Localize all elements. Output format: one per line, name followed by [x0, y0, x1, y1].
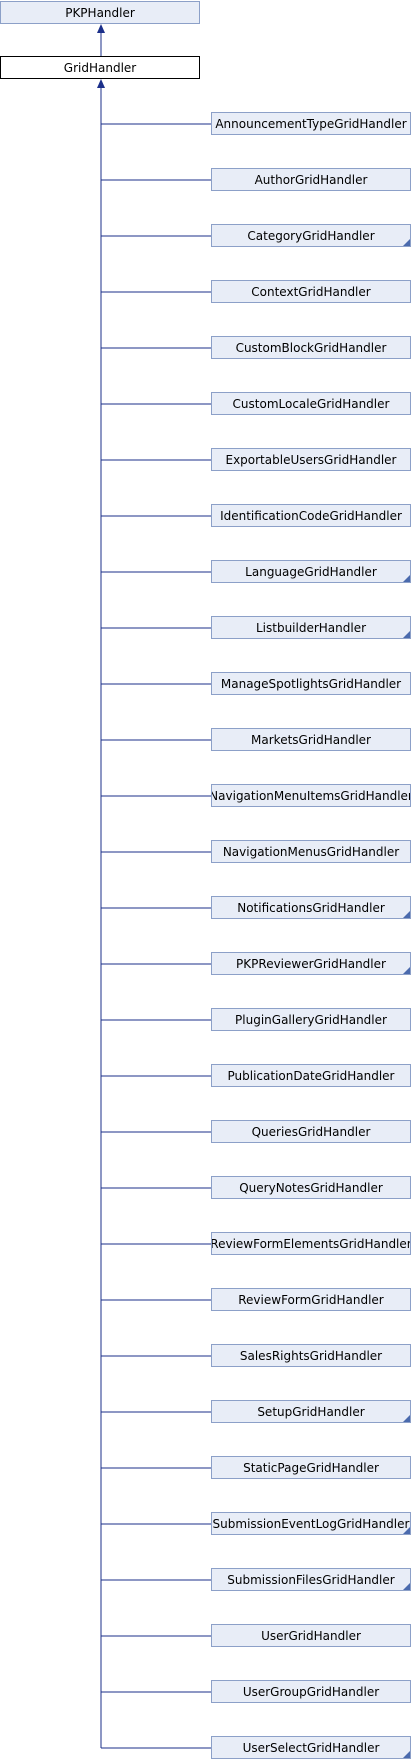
child-class-label: CustomBlockGridHandler: [235, 340, 387, 355]
child-class-node[interactable]: CategoryGridHandler: [211, 224, 411, 247]
child-class-label: SetupGridHandler: [257, 1404, 365, 1419]
child-class-label: ContextGridHandler: [251, 284, 371, 299]
child-class-node[interactable]: QueriesGridHandler: [211, 1120, 411, 1143]
child-class-node[interactable]: SubmissionEventLogGridHandler: [211, 1512, 411, 1535]
child-class-label: StaticPageGridHandler: [243, 1460, 379, 1475]
child-class-node[interactable]: SalesRightsGridHandler: [211, 1344, 411, 1367]
child-class-node[interactable]: NotificationsGridHandler: [211, 896, 411, 919]
child-class-label: ReviewFormElementsGridHandler: [211, 1236, 411, 1251]
collapsed-subclasses-icon: [403, 631, 410, 638]
base-class-node[interactable]: PKPHandler: [0, 1, 200, 24]
child-class-node[interactable]: CustomLocaleGridHandler: [211, 392, 411, 415]
child-class-node[interactable]: ReviewFormElementsGridHandler: [211, 1232, 411, 1255]
child-class-node[interactable]: PluginGalleryGridHandler: [211, 1008, 411, 1031]
child-class-label: PublicationDateGridHandler: [227, 1068, 395, 1083]
child-class-node[interactable]: ListbuilderHandler: [211, 616, 411, 639]
child-class-node[interactable]: LanguageGridHandler: [211, 560, 411, 583]
child-class-node[interactable]: SubmissionFilesGridHandler: [211, 1568, 411, 1591]
child-class-node[interactable]: IdentificationCodeGridHandler: [211, 504, 411, 527]
child-class-label: AuthorGridHandler: [254, 172, 368, 187]
arrowhead-to-grid-handler: [97, 79, 105, 88]
arrowhead-to-pkp-handler: [97, 24, 105, 33]
child-class-node[interactable]: AuthorGridHandler: [211, 168, 411, 191]
child-class-label: ManageSpotlightsGridHandler: [220, 676, 402, 691]
child-class-node[interactable]: ReviewFormGridHandler: [211, 1288, 411, 1311]
child-class-node[interactable]: SetupGridHandler: [211, 1400, 411, 1423]
child-class-node[interactable]: StaticPageGridHandler: [211, 1456, 411, 1479]
child-class-label: CustomLocaleGridHandler: [232, 396, 390, 411]
child-class-node[interactable]: UserGroupGridHandler: [211, 1680, 411, 1703]
child-class-label: AnnouncementTypeGridHandler: [215, 116, 407, 131]
collapsed-subclasses-icon: [403, 911, 410, 918]
child-class-node[interactable]: UserSelectGridHandler: [211, 1736, 411, 1759]
child-class-node[interactable]: PKPReviewerGridHandler: [211, 952, 411, 975]
child-class-node[interactable]: ExportableUsersGridHandler: [211, 448, 411, 471]
child-class-node[interactable]: ManageSpotlightsGridHandler: [211, 672, 411, 695]
child-class-label: IdentificationCodeGridHandler: [220, 508, 402, 523]
child-class-label: SubmissionEventLogGridHandler: [212, 1516, 410, 1531]
collapsed-subclasses-icon: [403, 1527, 410, 1534]
child-class-node[interactable]: PublicationDateGridHandler: [211, 1064, 411, 1087]
current-class-node: GridHandler: [0, 56, 200, 79]
child-class-label: ExportableUsersGridHandler: [225, 452, 397, 467]
child-class-label: SubmissionFilesGridHandler: [227, 1572, 395, 1587]
child-class-label: UserGroupGridHandler: [242, 1684, 380, 1699]
child-class-label: LanguageGridHandler: [245, 564, 377, 579]
child-class-node[interactable]: NavigationMenuItemsGridHandler: [211, 784, 411, 807]
collapsed-subclasses-icon: [403, 1583, 410, 1590]
child-class-label: NavigationMenuItemsGridHandler: [211, 788, 411, 803]
child-class-label: UserGridHandler: [261, 1628, 361, 1643]
child-class-label: QueryNotesGridHandler: [239, 1180, 383, 1195]
child-class-label: QueriesGridHandler: [251, 1124, 371, 1139]
child-class-node[interactable]: CustomBlockGridHandler: [211, 336, 411, 359]
child-class-label: PKPReviewerGridHandler: [236, 956, 386, 971]
child-class-label: NavigationMenusGridHandler: [222, 844, 400, 859]
current-class-label: GridHandler: [63, 60, 137, 75]
child-class-node[interactable]: AnnouncementTypeGridHandler: [211, 112, 411, 135]
child-class-node[interactable]: NavigationMenusGridHandler: [211, 840, 411, 863]
child-class-label: CategoryGridHandler: [247, 228, 375, 243]
child-class-node[interactable]: UserGridHandler: [211, 1624, 411, 1647]
child-class-label: NotificationsGridHandler: [237, 900, 385, 915]
child-class-node[interactable]: QueryNotesGridHandler: [211, 1176, 411, 1199]
child-class-node[interactable]: ContextGridHandler: [211, 280, 411, 303]
base-class-label: PKPHandler: [65, 5, 135, 20]
collapsed-subclasses-icon: [403, 1415, 410, 1422]
child-class-label: ReviewFormGridHandler: [238, 1292, 384, 1307]
collapsed-subclasses-icon: [403, 1751, 410, 1758]
child-class-label: UserSelectGridHandler: [242, 1740, 380, 1755]
collapsed-subclasses-icon: [403, 575, 410, 582]
child-class-label: MarketsGridHandler: [251, 732, 371, 747]
child-class-label: PluginGalleryGridHandler: [235, 1012, 387, 1027]
child-class-label: ListbuilderHandler: [255, 620, 367, 635]
collapsed-subclasses-icon: [403, 239, 410, 246]
child-class-node[interactable]: MarketsGridHandler: [211, 728, 411, 751]
collapsed-subclasses-icon: [403, 967, 410, 974]
child-class-label: SalesRightsGridHandler: [239, 1348, 383, 1363]
